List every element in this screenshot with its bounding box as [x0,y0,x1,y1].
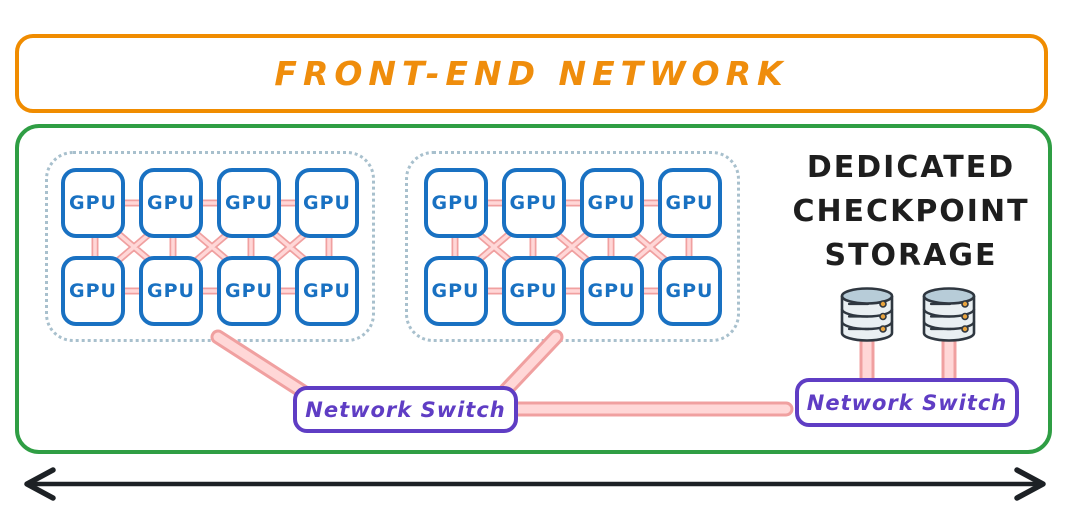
gpu-label: GPU [303,279,351,302]
gpu-label: GPU [509,279,558,302]
gpu-label: GPU [431,279,480,302]
network-switch-label: Network Switch [806,390,1008,415]
back-end-network-box [15,124,1052,454]
gpu-box: GPU [657,167,722,238]
gpu-label: GPU [303,191,351,214]
gpu-label: GPU [587,191,636,214]
dedicated-checkpoint-storage-label: DEDICATED CHECKPOINT STORAGE [780,146,1042,278]
gpu-label: GPU [147,191,195,214]
storage-label-line: STORAGE [824,238,998,273]
gpu-box: GPU [579,255,644,326]
gpu-box: GPU [501,255,566,326]
gpu-box: GPU [579,167,644,238]
gpu-box: GPU [423,167,488,238]
gpu-label: GPU [147,279,195,302]
gpu-box: GPU [61,167,125,238]
gpu-box: GPU [139,255,203,326]
gpu-label: GPU [665,279,714,302]
gpu-cluster-2: GPU GPU GPU GPU GPU GPU GPU GPU [405,151,740,342]
gpu-label: GPU [431,191,480,214]
gpu-label: GPU [509,191,558,214]
gpu-box: GPU [295,167,359,238]
gpu-label: GPU [225,279,273,302]
gpu-box: GPU [657,255,722,326]
network-switch-left: Network Switch [293,386,518,433]
network-switch-label: Network Switch [305,397,506,422]
gpu-box: GPU [217,255,281,326]
gpu-box: GPU [423,255,488,326]
gpu-label: GPU [587,279,636,302]
database-icon [840,287,894,342]
storage-label-line: DEDICATED [806,150,1016,185]
gpu-box: GPU [217,167,281,238]
network-switch-right: Network Switch [795,378,1019,427]
gpu-box: GPU [501,167,566,238]
gpu-label: GPU [69,279,117,302]
storage-label-line: CHECKPOINT [792,194,1030,229]
gpu-box: GPU [139,167,203,238]
gpu-label: GPU [665,191,714,214]
database-icon [922,287,976,342]
front-end-network-label: FRONT-END NETWORK [274,54,789,93]
gpu-box: GPU [61,255,125,326]
gpu-box: GPU [295,255,359,326]
gpu-label: GPU [69,191,117,214]
gpu-label: GPU [225,191,273,214]
gpu-cluster-1: GPU GPU GPU GPU GPU GPU GPU GPU [45,151,375,342]
front-end-network-box: FRONT-END NETWORK [15,34,1048,113]
